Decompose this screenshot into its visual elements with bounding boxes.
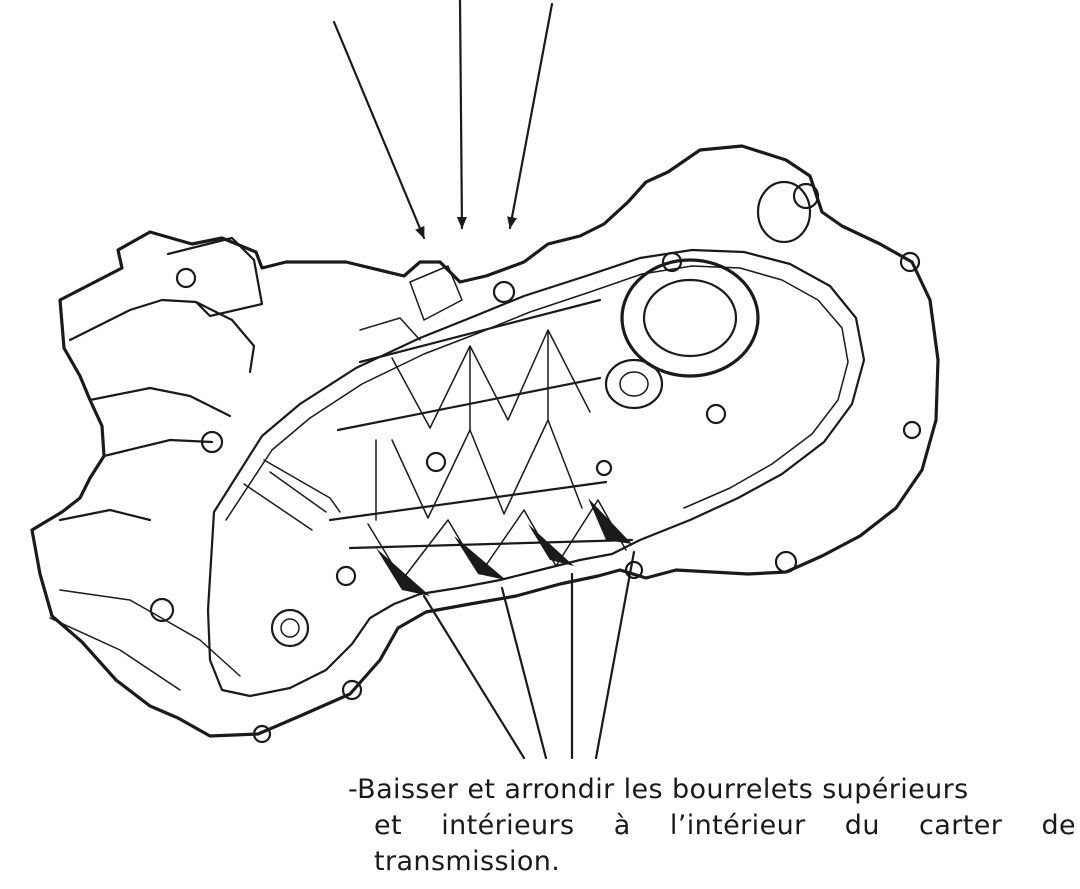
bolt-hole <box>280 618 300 638</box>
case-outline <box>30 144 940 738</box>
bead-pointer-line <box>594 550 636 760</box>
bolt-hole <box>149 597 175 623</box>
left-structure-details <box>49 236 463 691</box>
bolt-hole <box>335 565 357 587</box>
bolt-hole <box>899 251 921 273</box>
bolt-holes <box>149 182 922 744</box>
bolt-hole <box>792 182 820 210</box>
bead-wedge <box>454 536 506 580</box>
bearing-bores <box>604 180 812 410</box>
pointer-arrow-left <box>332 20 426 240</box>
bead-pointer-line <box>422 594 526 760</box>
pointer-arrow-center <box>456 0 467 230</box>
main-bearing-bore <box>620 258 760 378</box>
bolt-hole <box>774 550 798 574</box>
caption-line-2: et intérieurs à l’intérieur du carter de <box>374 810 1076 841</box>
top-pointer-arrows <box>332 0 554 240</box>
bolt-hole <box>492 280 516 304</box>
caption-line-1: -Baisser et arrondir les bourrelets supé… <box>348 774 969 805</box>
bolt-hole <box>341 679 363 701</box>
bolt-hole <box>425 451 447 473</box>
boss-bore <box>756 180 812 244</box>
pointer-arrow-right <box>507 2 554 230</box>
bottom-pointer-arrows <box>422 550 636 760</box>
bolt-hole <box>624 560 644 580</box>
reinforcement-ribs <box>328 298 634 581</box>
caption-line-3: transmission. <box>374 846 561 877</box>
highlighted-beads <box>376 498 632 596</box>
bolt-hole <box>270 608 310 648</box>
bead-wedge <box>528 524 574 566</box>
bead-pointer-line <box>500 586 548 760</box>
bolt-hole <box>595 459 613 477</box>
bolt-hole <box>705 403 727 425</box>
bead-wedge <box>588 498 632 544</box>
secondary-bore <box>604 358 664 410</box>
bolt-hole <box>175 267 197 289</box>
bead-wedge <box>376 548 430 596</box>
bolt-hole <box>902 420 922 440</box>
bolt-hole <box>252 724 272 744</box>
instruction-caption: -Baisser et arrondir les bourrelets supé… <box>348 772 1076 880</box>
